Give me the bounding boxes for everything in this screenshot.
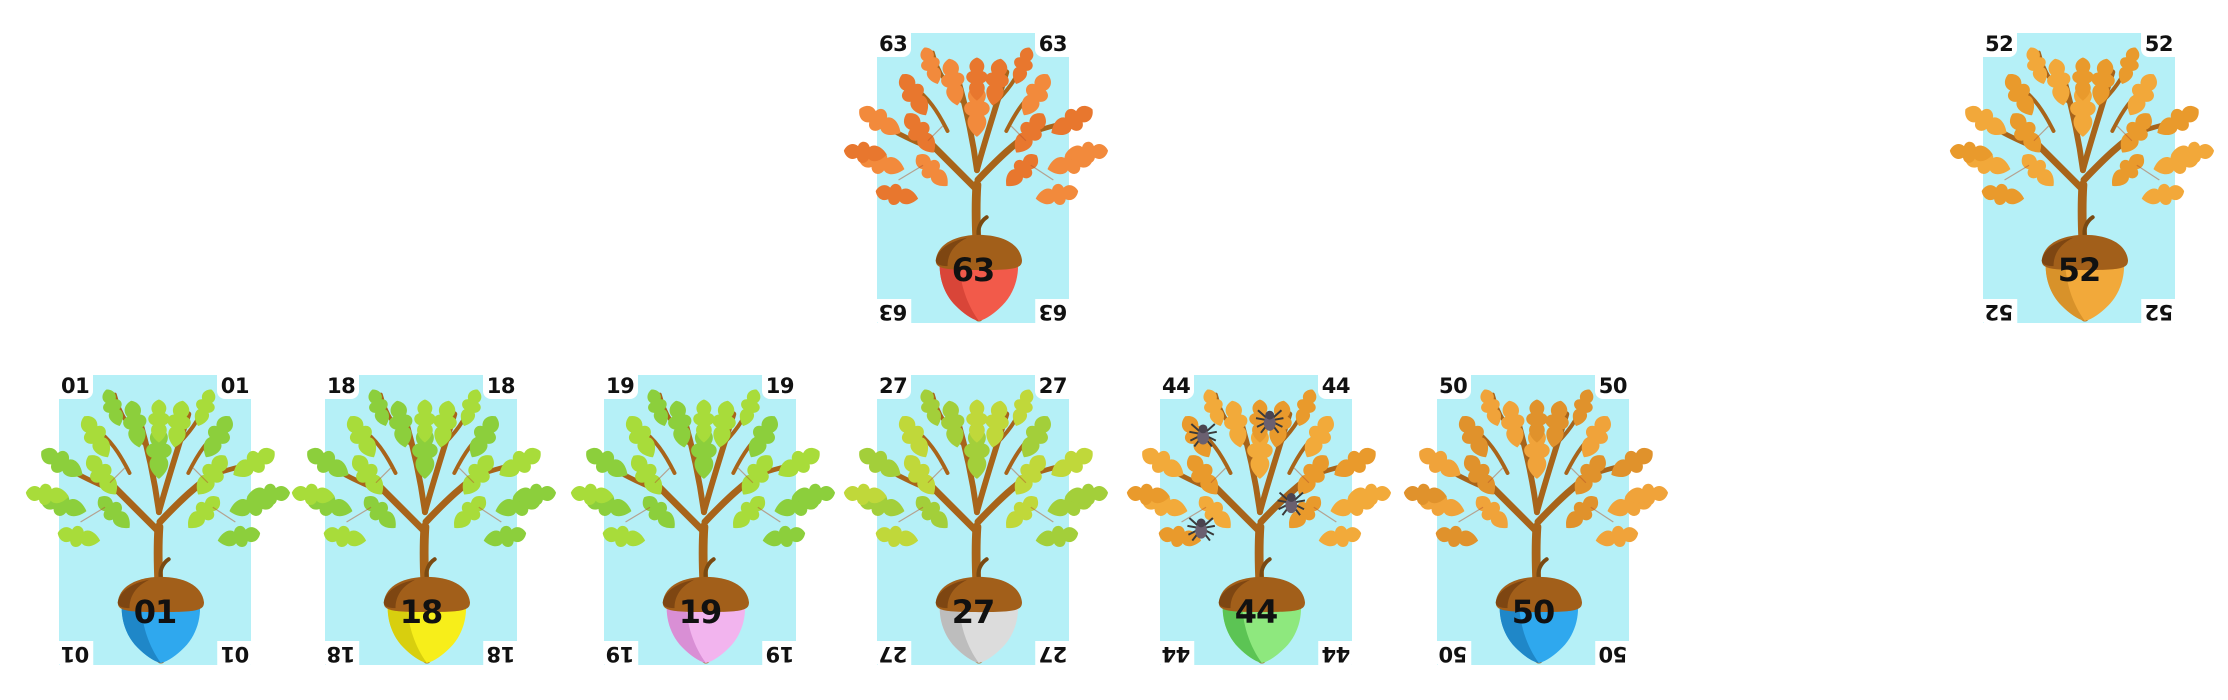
corner-number-bottom-right: 50 — [1594, 641, 1631, 667]
corner-number-bottom-right: 52 — [2140, 299, 2177, 325]
corner-number-bottom-left: 18 — [323, 641, 360, 667]
card-18[interactable]: 18 18 18 18 18 — [291, 373, 557, 667]
spider-icon — [1187, 517, 1216, 542]
corner-number-bottom-right: 18 — [482, 641, 519, 667]
acorn-icon — [383, 557, 470, 664]
corner-number-top-left: 01 — [57, 373, 94, 399]
corner-number-top-left: 18 — [323, 373, 360, 399]
corner-number-bottom-right: 44 — [1317, 641, 1354, 667]
card-19[interactable]: 19 19 19 19 19 — [570, 373, 836, 667]
corner-number-top-left: 63 — [875, 31, 912, 57]
corner-number-top-right: 27 — [1034, 373, 1071, 399]
acorn-icon — [662, 557, 749, 664]
corner-number-top-left: 50 — [1435, 373, 1472, 399]
corner-number-bottom-left: 52 — [1981, 299, 2018, 325]
acorn-icon — [935, 557, 1022, 664]
corner-number-top-right: 18 — [482, 373, 519, 399]
acorn-number: 50 — [1511, 593, 1556, 631]
corner-number-top-left: 44 — [1158, 373, 1195, 399]
corner-number-top-right: 50 — [1594, 373, 1631, 399]
corner-number-top-left: 52 — [1981, 31, 2018, 57]
card-artwork — [843, 47, 1109, 322]
card-27[interactable]: 27 27 27 27 27 — [843, 373, 1109, 667]
corner-number-bottom-right: 27 — [1034, 641, 1071, 667]
corner-number-bottom-right: 63 — [1034, 299, 1071, 325]
corner-number-top-right: 63 — [1034, 31, 1071, 57]
acorn-icon — [935, 215, 1022, 322]
corner-number-top-right: 44 — [1317, 373, 1354, 399]
acorn-number: 52 — [2057, 251, 2102, 289]
card-01[interactable]: 01 01 01 01 01 — [25, 373, 291, 667]
acorn-number: 63 — [951, 251, 996, 289]
acorn-number: 19 — [678, 593, 723, 631]
corner-number-bottom-left: 63 — [875, 299, 912, 325]
acorn-number: 18 — [399, 593, 444, 631]
acorn-number: 27 — [951, 593, 996, 631]
card-artwork — [1949, 47, 2215, 322]
card-artwork — [843, 389, 1109, 664]
acorn-number: 44 — [1234, 593, 1279, 631]
corner-number-bottom-left: 50 — [1435, 641, 1472, 667]
corner-number-bottom-left: 44 — [1158, 641, 1195, 667]
acorn-number: 01 — [133, 593, 178, 631]
card-artwork — [291, 389, 557, 664]
card-artwork — [25, 389, 291, 664]
corner-number-top-right: 19 — [761, 373, 798, 399]
acorn-icon — [117, 557, 204, 664]
card-52[interactable]: 52 52 52 52 52 — [1949, 31, 2215, 325]
spider-icon — [1189, 423, 1217, 448]
spider-icon — [1255, 409, 1284, 434]
corner-number-bottom-left: 01 — [57, 641, 94, 667]
corner-number-bottom-left: 19 — [602, 641, 639, 667]
corner-number-top-right: 01 — [216, 373, 253, 399]
spider-icon — [1277, 491, 1306, 516]
card-artwork — [1126, 389, 1392, 664]
card-63[interactable]: 63 63 63 63 63 — [843, 31, 1109, 325]
corner-number-top-left: 19 — [602, 373, 639, 399]
card-artwork — [1403, 389, 1669, 664]
acorn-icon — [2041, 215, 2128, 322]
corner-number-bottom-right: 01 — [216, 641, 253, 667]
card-50[interactable]: 50 50 50 50 50 — [1403, 373, 1669, 667]
acorn-icon — [1495, 557, 1582, 664]
acorn-icon — [1218, 557, 1305, 664]
corner-number-top-right: 52 — [2140, 31, 2177, 57]
corner-number-bottom-left: 27 — [875, 641, 912, 667]
card-44[interactable]: 44 44 44 44 44 — [1126, 373, 1392, 667]
card-artwork — [570, 389, 836, 664]
corner-number-bottom-right: 19 — [761, 641, 798, 667]
corner-number-top-left: 27 — [875, 373, 912, 399]
